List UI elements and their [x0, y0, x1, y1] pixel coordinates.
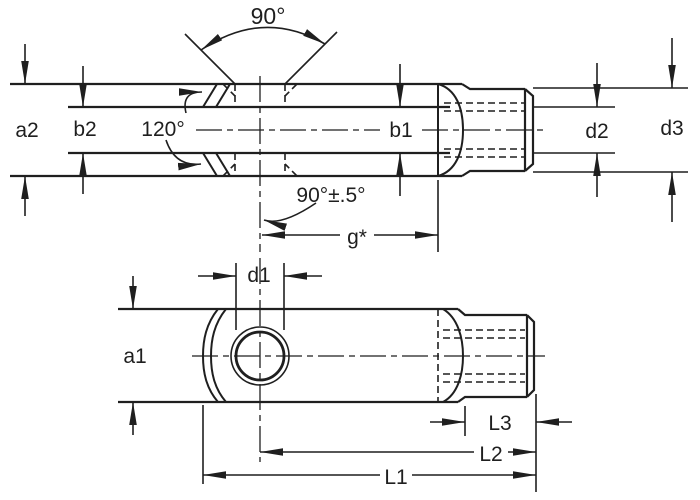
- label-L1: L1: [384, 466, 407, 489]
- label-g: g*: [347, 226, 367, 249]
- label-pin-axis-angle: 90°±.5°: [296, 184, 365, 207]
- label-L2: L2: [479, 443, 502, 466]
- plan-view-dimensions: [129, 263, 572, 492]
- label-d1: d1: [247, 264, 270, 287]
- side-view-centerlines: [196, 76, 548, 252]
- label-countersink-angle: 90°: [251, 3, 286, 29]
- label-d2: d2: [585, 120, 608, 143]
- label-L3: L3: [488, 412, 511, 435]
- label-a1: a1: [123, 345, 146, 368]
- side-view-dimensions: [21, 26, 688, 252]
- label-a2: a2: [15, 119, 38, 142]
- side-view: 90° a2 b2 120° b1 d2 d3 90°±.5° g*: [10, 3, 688, 252]
- label-b2: b2: [73, 118, 96, 141]
- label-b1: b1: [389, 119, 412, 142]
- plan-view-labels: d1 a1 L3 L2 L1: [123, 264, 511, 489]
- label-d3: d3: [660, 117, 683, 140]
- side-view-hidden-lines: [222, 83, 525, 177]
- plan-view: d1 a1 L3 L2 L1: [118, 258, 572, 492]
- side-view-labels: 90° a2 b2 120° b1 d2 d3 90°±.5° g*: [15, 3, 683, 249]
- label-fork-chamfer-angle: 120°: [141, 118, 184, 141]
- plan-view-centerlines: [192, 258, 545, 462]
